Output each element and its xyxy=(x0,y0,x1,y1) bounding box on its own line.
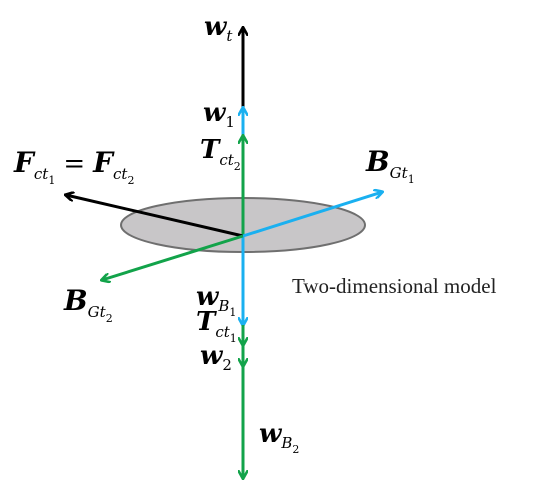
tct1-label: Tct1 xyxy=(196,307,237,345)
bgt1-vector-arrow xyxy=(242,192,382,238)
wb2-label: wB2 xyxy=(259,419,299,456)
tct2-label: Tct2 xyxy=(200,135,241,173)
w1-label: w1 xyxy=(203,98,235,131)
fct-vector-arrow xyxy=(66,195,244,238)
model-caption: Two-dimensional model xyxy=(292,274,497,298)
w2-label: w2 xyxy=(200,341,232,374)
wb1-label: wB1 xyxy=(196,282,236,319)
fct-label: Fct1=Fct2 xyxy=(13,146,134,187)
wt-label: wt xyxy=(204,12,233,45)
bgt1-label: BGt1 xyxy=(365,145,415,186)
bgt2-vector-arrow xyxy=(102,234,244,280)
bgt2-label: BGt2 xyxy=(63,284,113,325)
